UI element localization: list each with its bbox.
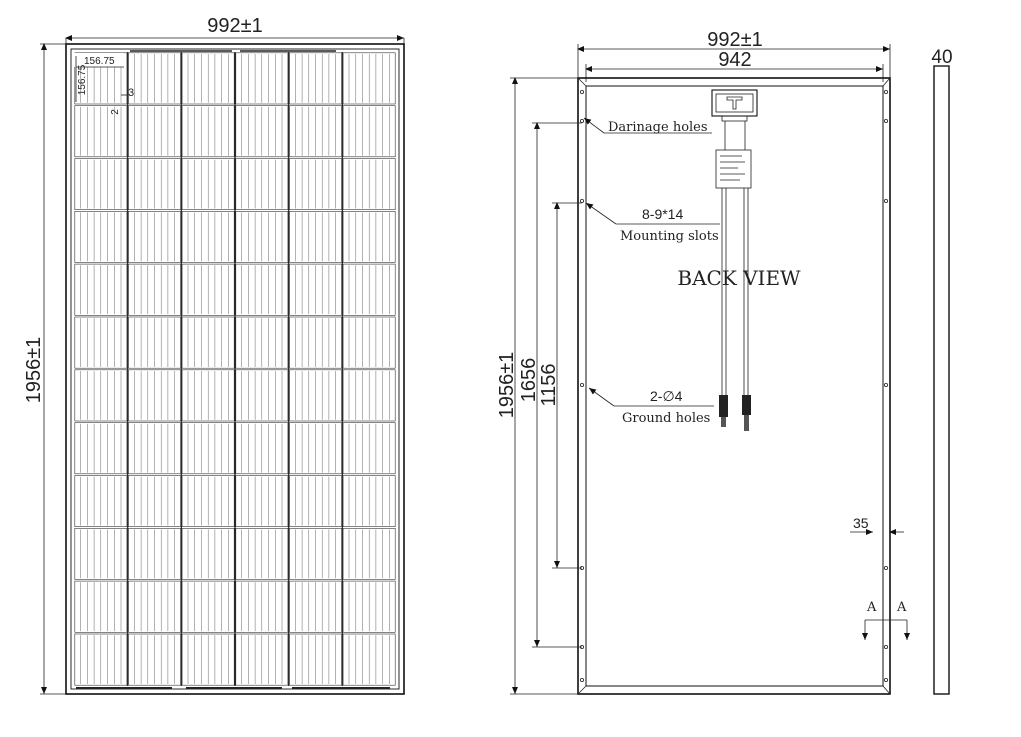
mounting-slot [884,119,889,124]
back-outer-frame [577,77,891,695]
mounting-spec: 8-9*14 [642,206,683,222]
back-view: 992±1 942 1956±1 1656 1156 [496,29,910,695]
front-height-label: 1956±1 [23,337,45,404]
mounting-slot [884,198,889,203]
front-width-label: 992±1 [207,15,262,37]
back-inner-frame [585,85,884,687]
side-thickness-label: 40 [931,47,952,68]
junction-box [711,89,758,150]
cell-height-label: 156.75 [77,64,88,95]
cell-dim-backdrop [74,53,124,67]
mounting-slot [580,119,585,124]
mount-spacing-label: 1656 [518,358,540,403]
cable-label-tag [715,149,752,189]
gap-dim-b-label: 3 [128,87,134,99]
frame-edge-label: 35 [853,515,869,531]
frame-corner-tr [882,77,891,87]
mounting-slot [580,566,585,571]
drainage-leader [583,117,605,134]
drainage-label: Darinage holes [608,120,708,135]
ground-label: Ground holes [622,411,710,426]
mounting-slot [580,645,585,650]
mc4-connector-negative [719,395,728,427]
drainage-hole [884,90,889,95]
frame-corner-bl [577,685,587,695]
side-profile [933,65,950,695]
drainage-hole [580,90,585,95]
back-height-label: 1956±1 [496,352,518,419]
back-view-title: BACK VIEW [677,266,801,290]
back-inner-width-label: 942 [718,49,751,71]
drainage-hole [580,678,585,683]
section-label-left: A [866,600,877,615]
cell-grid [74,50,396,689]
gap-dim-a-label: 2 [110,109,121,115]
ground-hole [884,382,889,387]
front-outer-frame [65,43,405,695]
mounting-slot [884,645,889,650]
cell-width-label: 156.75 [84,56,115,67]
frame-corner-tl [577,77,587,87]
back-outer-width-label: 992±1 [707,29,762,51]
ground-hole [580,382,585,387]
frame-corner-br [882,685,891,695]
section-label-right: A [896,600,907,615]
mounting-leader [585,202,617,225]
side-view: 40 [931,47,953,695]
front-view: 992±1 1956±1 156.75 156.75 2 3 [23,15,405,695]
mounting-label: Mounting slots [620,229,719,244]
ground-spacing-label: 1156 [538,363,560,406]
mounting-slot [884,566,889,571]
drainage-hole [884,678,889,683]
ground-spec: 2-∅4 [650,388,683,404]
ground-leader [588,387,615,407]
mc4-connector-positive [742,395,751,431]
cables [721,188,749,395]
mounting-slot [580,198,585,203]
